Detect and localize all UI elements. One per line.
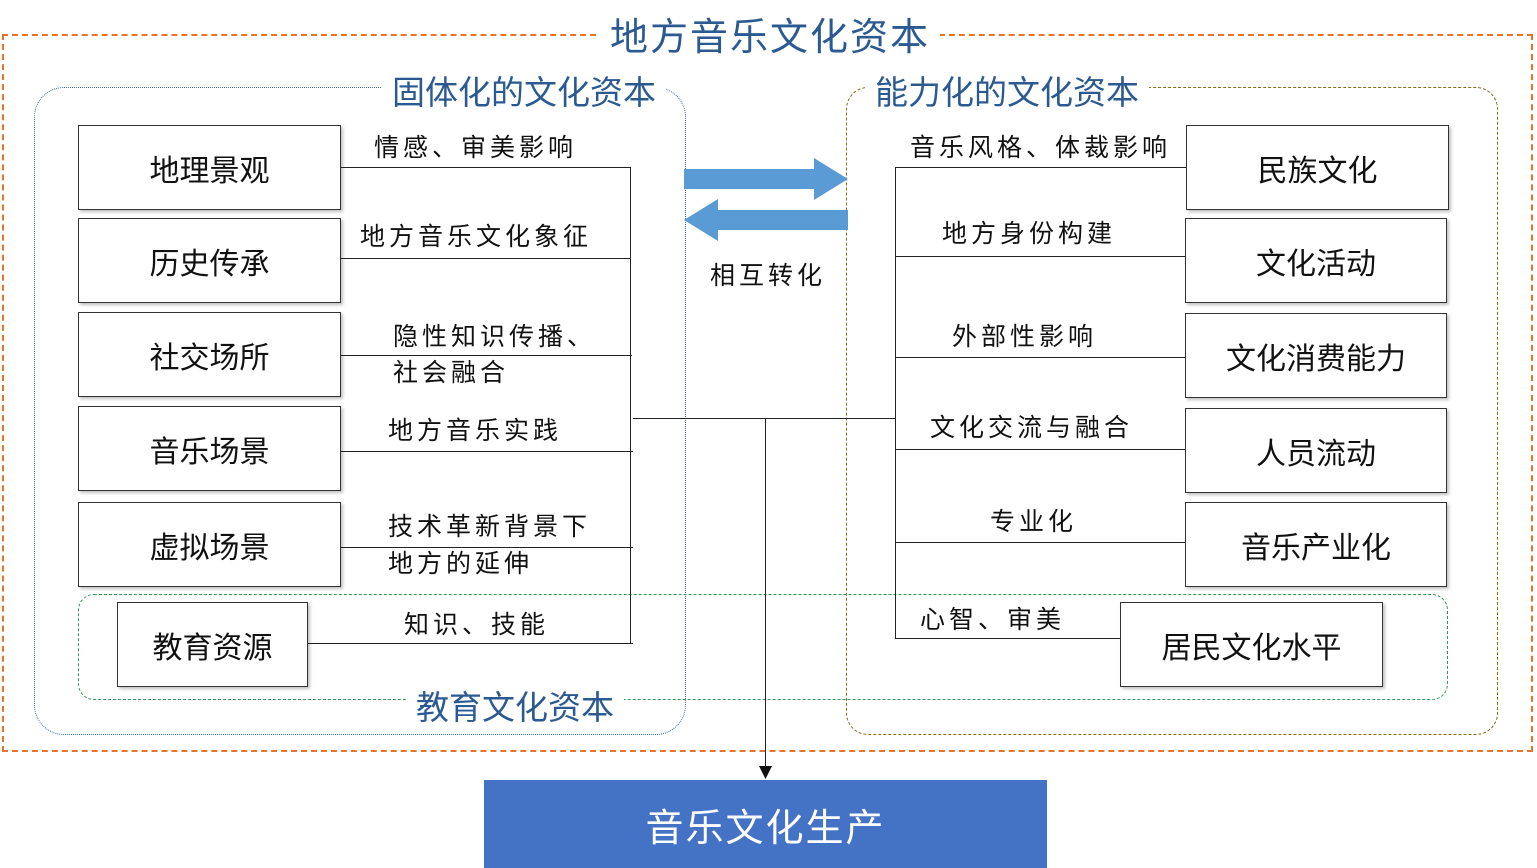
ability-capital-heading: 能力化的文化资本 (865, 66, 1149, 114)
label-music-practice: 地方音乐实践 (388, 416, 563, 445)
label-identity-construction: 地方身份构建 (942, 219, 1117, 248)
box-consumption-capacity: 文化消费能力 (1185, 313, 1447, 398)
right-trunk (895, 167, 896, 639)
education-capital-frame (78, 594, 1448, 700)
label-tech-innovation: 技术革新背景下 (388, 512, 592, 541)
label-emotion-aesthetic: 情感、审美影响 (374, 133, 578, 162)
right-line-5 (895, 542, 1185, 543)
box-virtual-scenes: 虚拟场景 (78, 502, 341, 587)
music-culture-production-box: 音乐文化生产 (484, 780, 1047, 868)
box-music-industrialization: 音乐产业化 (1185, 502, 1447, 587)
box-population-mobility: 人员流动 (1185, 408, 1447, 493)
label-social-integration: 社会融合 (393, 358, 510, 387)
box-social-venues: 社交场所 (78, 312, 341, 397)
box-music-scenes: 音乐场景 (78, 406, 341, 491)
left-trunk (630, 167, 631, 644)
label-music-style-genre: 音乐风格、体裁影响 (910, 133, 1172, 162)
ability-capital-frame (846, 87, 1498, 735)
box-education-resources: 教育资源 (117, 602, 308, 687)
label-knowledge-skills: 知识、技能 (404, 610, 550, 639)
center-link-line (633, 418, 896, 419)
mutual-conversion-label: 相互转化 (710, 261, 827, 290)
left-line-2 (341, 258, 631, 259)
box-geographic-landscape: 地理景观 (78, 125, 341, 210)
box-ethnic-culture: 民族文化 (1186, 125, 1449, 210)
right-line-2 (895, 256, 1185, 257)
right-line-3 (895, 357, 1185, 358)
down-line (765, 418, 766, 770)
label-cultural-exchange: 文化交流与融合 (930, 413, 1134, 442)
embodied-capital-heading: 固体化的文化资本 (382, 66, 666, 114)
down-arrowhead (759, 766, 772, 779)
box-historical-heritage: 历史传承 (78, 218, 341, 303)
right-arrow-icon (684, 158, 848, 200)
label-specialization: 专业化 (990, 507, 1078, 536)
left-line-4 (341, 451, 633, 452)
left-arrow-icon (684, 199, 848, 241)
right-line-1 (895, 167, 1186, 168)
left-line-6 (308, 643, 633, 644)
embodied-capital-frame (34, 87, 686, 735)
label-tacit-knowledge: 隐性知识传播、 (393, 322, 597, 351)
main-title: 地方音乐文化资本 (600, 6, 941, 61)
left-line-3 (341, 355, 632, 356)
left-line-1 (341, 167, 631, 168)
label-externality: 外部性影响 (952, 322, 1098, 351)
label-music-symbol: 地方音乐文化象征 (360, 222, 593, 251)
box-cultural-activities: 文化活动 (1185, 218, 1447, 303)
box-resident-cultural-level: 居民文化水平 (1120, 602, 1383, 687)
left-line-5 (341, 547, 633, 548)
label-place-extension: 地方的延伸 (388, 549, 534, 578)
right-line-4 (895, 449, 1185, 450)
label-mind-aesthetic: 心智、审美 (920, 605, 1066, 634)
education-capital-heading: 教育文化资本 (406, 681, 624, 729)
right-line-6 (895, 638, 1120, 639)
